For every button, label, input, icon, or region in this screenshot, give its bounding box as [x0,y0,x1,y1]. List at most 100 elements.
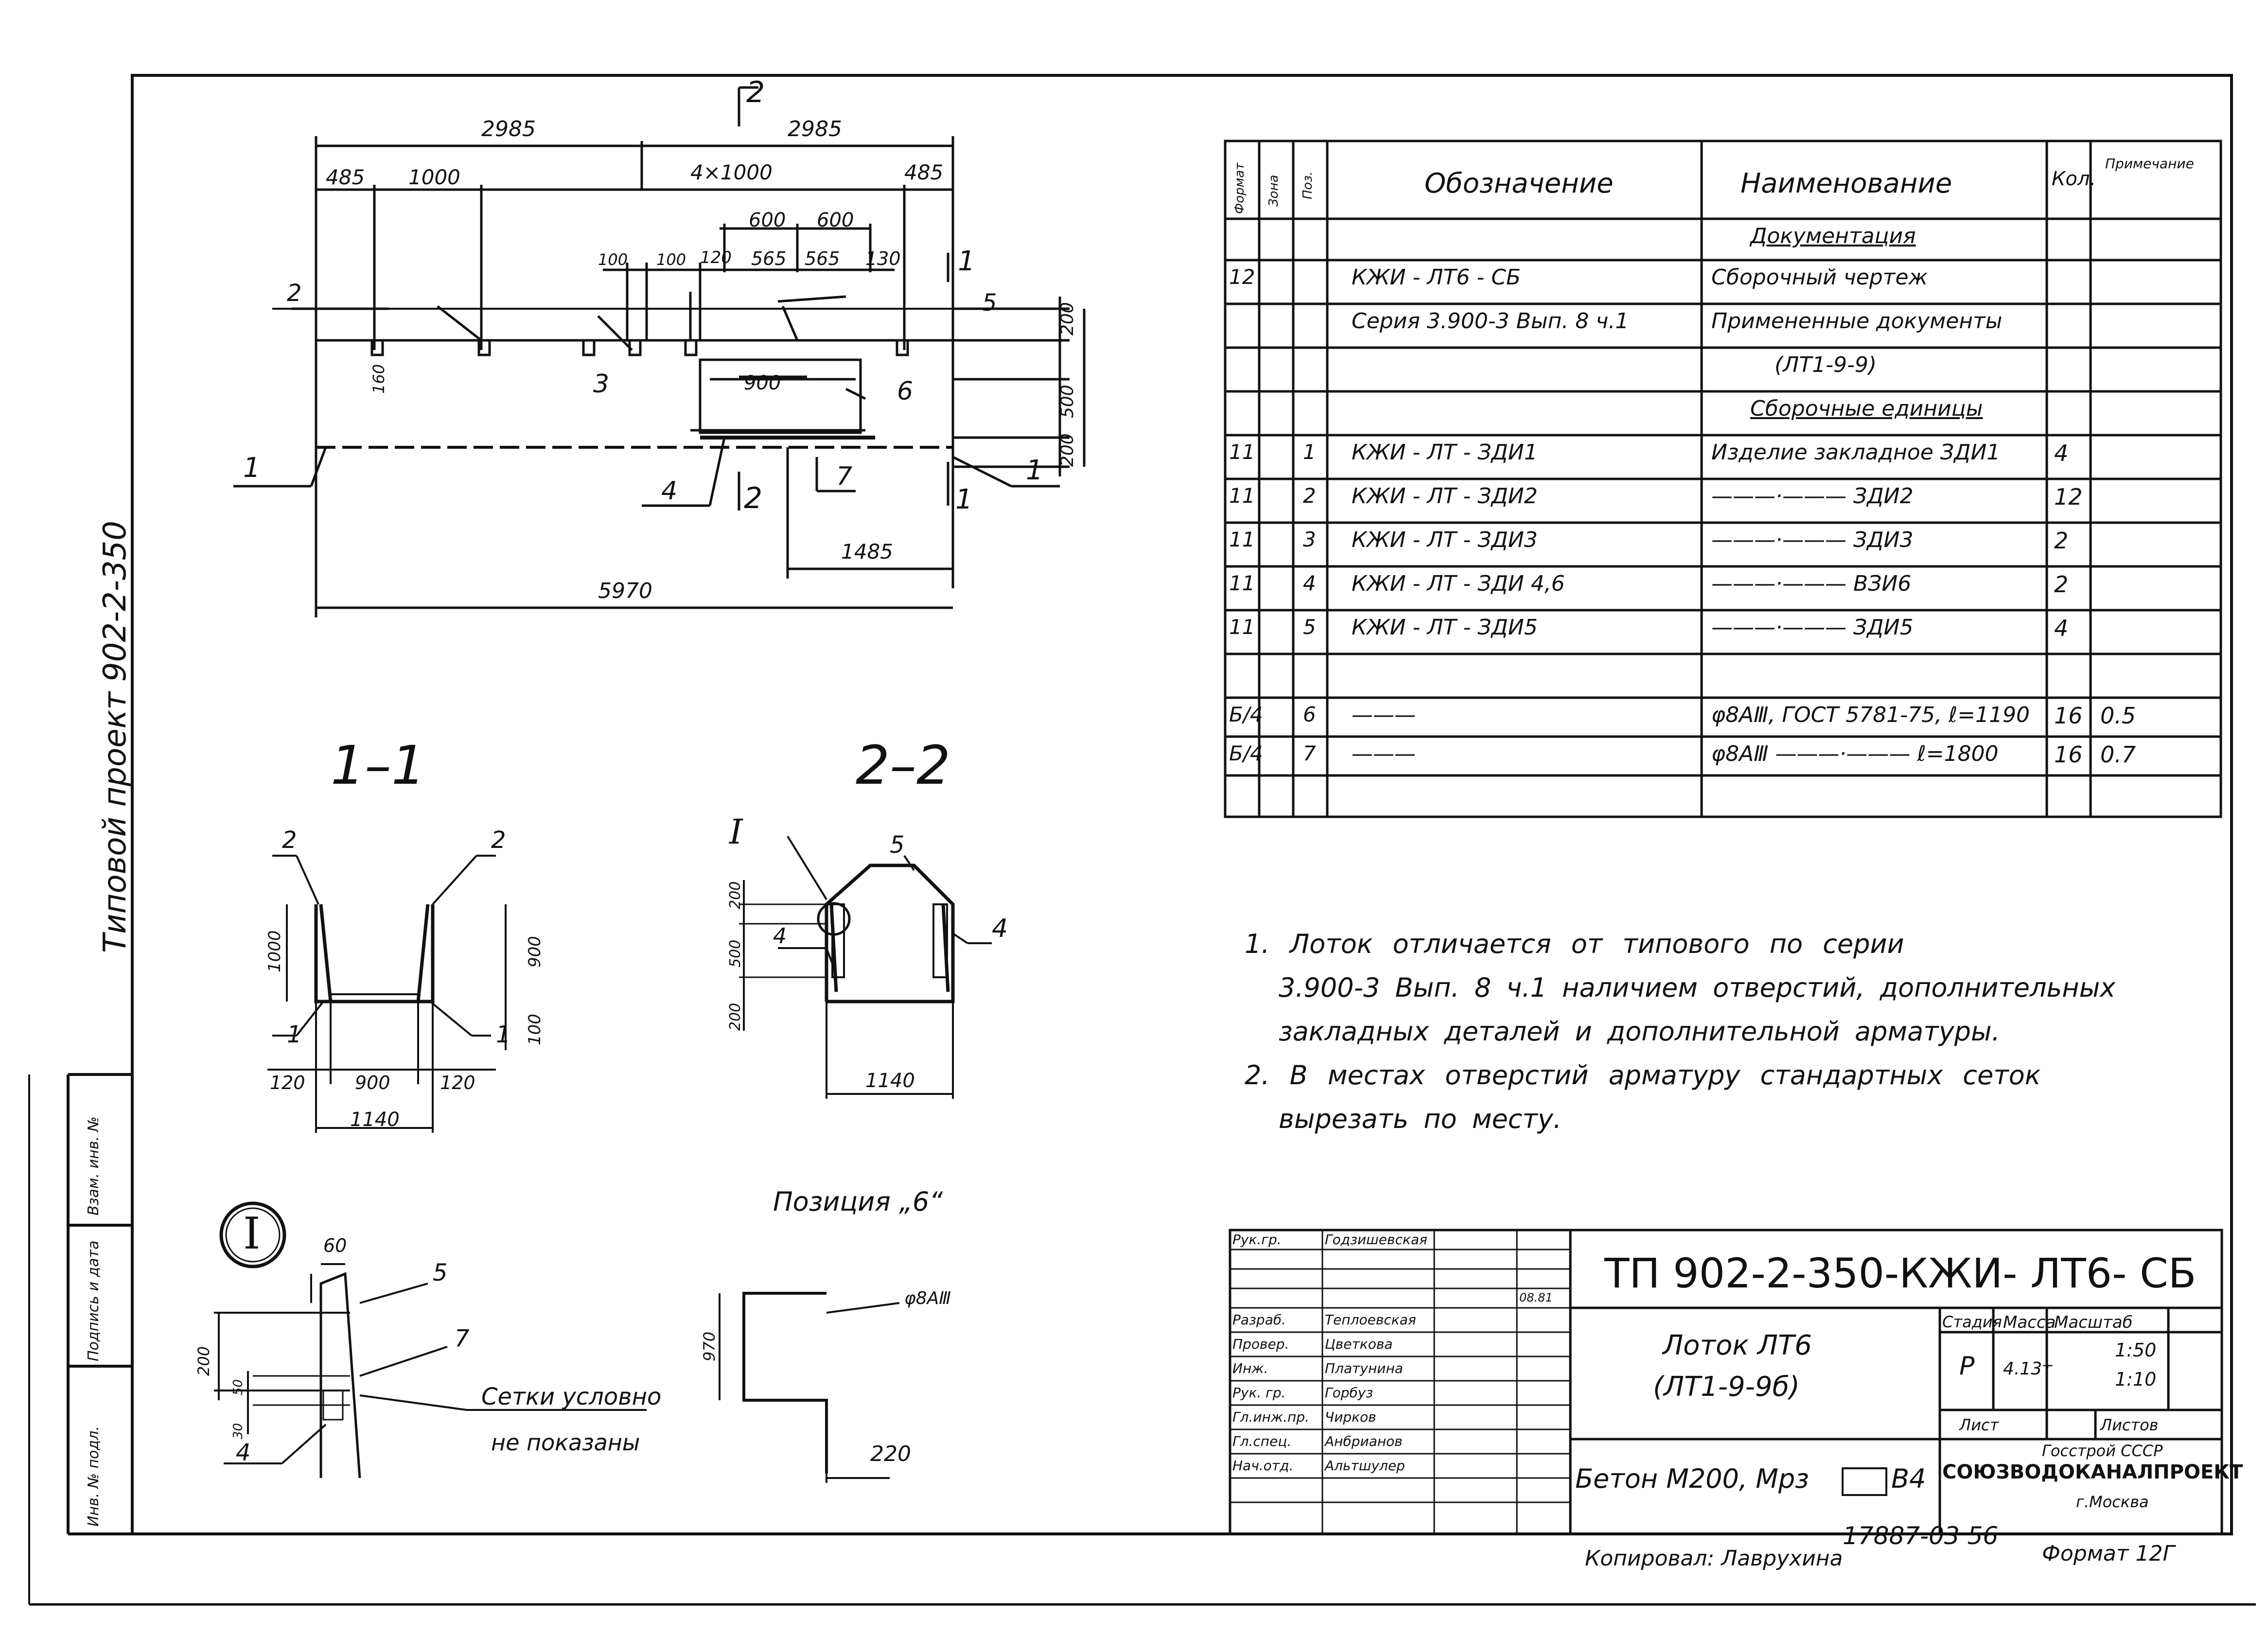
plan-dim-100-b: 100 [656,250,686,269]
plan-dim-130: 130 [865,248,901,269]
plan-dim-565-b: 565 [805,248,840,269]
spec-header-qty: Кол. [2052,168,2096,190]
stamp-person: Анбрианов [1325,1433,1403,1449]
spec-cell: 0.5 [2100,703,2136,729]
spec-cell: 6 [1303,703,1316,726]
stamp-sheets: Листов [2100,1416,2159,1434]
spec-cell: Примененные документы [1711,309,2003,334]
stamp-scale-header: Масштаб [2054,1313,2133,1332]
plan-section-2-top: 2 [746,75,765,109]
detailI-dim-30: 30 [231,1423,246,1439]
plan-callout-5: 5 [982,289,997,317]
spec-cell: Сборочные единицы [1750,396,1983,421]
note-line-1: 1. Лоток отличается от типового по серии [1245,929,1904,959]
stamp-org-1: Госстрой СССР [2042,1442,2163,1460]
sec11-callout-2-right: 2 [491,827,506,854]
sec11-dim-120-right: 120 [440,1072,475,1093]
detailI-dim-200: 200 [194,1346,213,1376]
spec-cell: ———·——— ЗДИ2 [1711,484,1914,509]
stamp-title-1: Лоток ЛТ6 [1663,1330,1812,1361]
spec-cell: 4 [2054,615,2069,641]
spec-cell: 16 [2054,703,2083,729]
spec-cell: 3 [1303,528,1316,551]
sec11-dim-900-v: 900 [525,936,545,968]
spec-header-zone: Зона [1266,175,1281,207]
side-replace-label: Взам. инв. № [85,1116,102,1215]
stamp-material: Бетон М200, Мрз [1575,1463,1809,1494]
spec-cell: 11 [1229,484,1255,508]
plan-dim-200-bottom: 200 [1057,433,1077,467]
spec-cell: КЖИ - ЛТ - ЗДИ3 [1352,528,1538,552]
spec-cell: 12 [2054,484,2083,510]
note-line-4: 2. В местах отверстий арматуру стандартн… [1245,1060,2041,1091]
sec11-dim-1140: 1140 [350,1109,400,1131]
stamp-mass-header: Масса [2003,1313,2056,1332]
spec-cell: 16 [2054,741,2083,768]
stamp-org-3: г.Москва [2076,1493,2149,1511]
plan-section-1-bottom: 1 [955,484,973,515]
spec-header-designation: Обозначение [1424,168,1614,199]
sheet-frame [131,74,2233,1535]
note-line-5: вырезать по месту. [1279,1104,1562,1134]
plan-dim-160: 160 [369,364,388,394]
spec-cell: 4 [1303,571,1316,595]
spec-cell: φ8АⅢ, ГОСТ 5781-75, ℓ=1190 [1711,703,2030,727]
detailI-dim-60: 60 [323,1235,347,1256]
stamp-date: 08.81 [1519,1291,1553,1304]
spec-cell: ———·——— ЗДИ5 [1711,615,1914,640]
spec-cell: (ЛТ1-9-9) [1775,352,1877,377]
sec22-callout-4-left: 4 [773,924,787,949]
note-line-3: закладных деталей и дополнительной армат… [1279,1016,2000,1047]
stamp-b4: В4 [1891,1463,1926,1494]
plan-section-2-bottom: 2 [744,481,763,515]
stamp-sheet: Лист [1959,1416,1999,1434]
spec-cell: 2 [2054,571,2069,598]
spec-cell: 7 [1303,741,1316,765]
spec-cell: Документация [1750,224,1916,248]
spec-cell: 4 [2054,440,2069,466]
note-line-2: 3.900-3 Вып. 8 ч.1 наличием отверстий, д… [1279,972,2116,1003]
detailI-note-line2: не показаны [491,1429,640,1456]
spec-cell: ——— [1352,703,1416,727]
spec-cell: 5 [1303,615,1316,639]
side-project-label: Типовой проект 902-2-350 [97,521,133,953]
detailI-callout-4: 4 [236,1439,251,1466]
stamp-role: Гл.спец. [1232,1433,1292,1449]
spec-cell: 1 [1303,440,1316,464]
spec-cell: φ8АⅢ ———·——— ℓ=1800 [1711,741,1999,766]
spec-cell: Изделие закладное ЗДИ1 [1711,440,2001,465]
plan-dim-5970: 5970 [598,579,652,603]
position-6-dim-220: 220 [870,1442,911,1466]
spec-header-note: Примечание [2105,156,2194,172]
plan-callout-1-right: 1 [1026,455,1043,486]
plan-dim-120: 120 [700,248,732,267]
stamp-role: Рук.гр. [1232,1232,1282,1248]
plan-dim-100-a: 100 [598,250,628,269]
spec-cell: КЖИ - ЛТ6 - СБ [1352,265,1521,290]
spec-cell: Б/4 [1229,703,1263,726]
spec-cell: ——— [1352,741,1416,766]
stamp-person: Платунина [1325,1360,1403,1376]
plan-section-1-top: 1 [958,246,975,277]
stamp-title-2: (ЛТ1-9-9б) [1653,1371,1800,1403]
stamp-stage-header: Стадия [1942,1313,2002,1331]
plan-dim-500: 500 [1057,385,1077,418]
sec11-dim-120-left: 120 [270,1072,305,1093]
detailI-note-line1: Сетки условно [481,1383,662,1410]
stamp-role: Инж. [1232,1360,1268,1376]
stamp-scale-2: 1:10 [2115,1369,2157,1390]
spec-cell: 12 [1229,265,1255,289]
detail-I-label: I [243,1208,261,1259]
stamp-person: Альтшулер [1325,1458,1405,1474]
spec-cell: ———·——— ЗДИ3 [1711,528,1914,552]
side-inv-label: Инв. № подл. [85,1426,102,1527]
detailI-dim-50: 50 [231,1379,246,1395]
stamp-role: Гл.инж.пр. [1232,1409,1310,1425]
sec11-dim-100: 100 [525,1014,545,1045]
stamp-person: Цветкова [1325,1336,1393,1352]
plan-dim-485-right: 485 [904,160,944,184]
plan-dim-485-left: 485 [326,165,365,189]
spec-cell: 0.7 [2100,741,2136,768]
spec-cell: КЖИ - ЛТ - ЗДИ1 [1352,440,1538,465]
stamp-person: Чирков [1325,1409,1376,1425]
